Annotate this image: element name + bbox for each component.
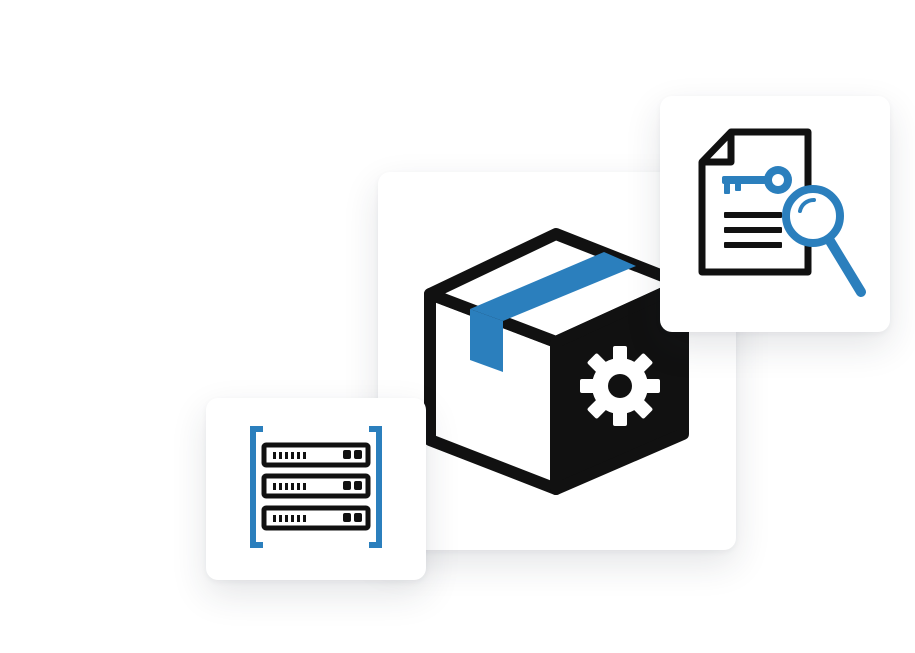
gear-icon <box>580 346 660 426</box>
text-line <box>724 212 782 218</box>
document-search-card <box>660 96 890 332</box>
tape-stripe <box>470 252 636 321</box>
server-unit <box>261 473 371 499</box>
document-key-search-icon <box>698 128 866 297</box>
text-line <box>724 242 782 248</box>
rack-bracket-right <box>369 426 382 548</box>
server-unit <box>261 505 371 531</box>
server-unit <box>261 442 371 468</box>
magnifier-icon <box>782 185 866 297</box>
server-rack-icon <box>250 426 382 548</box>
tape-flap <box>470 309 503 372</box>
rack-bracket-left <box>250 426 263 548</box>
server-rack-card <box>206 398 426 580</box>
package-gear-icon <box>424 228 689 495</box>
text-line <box>724 227 782 233</box>
